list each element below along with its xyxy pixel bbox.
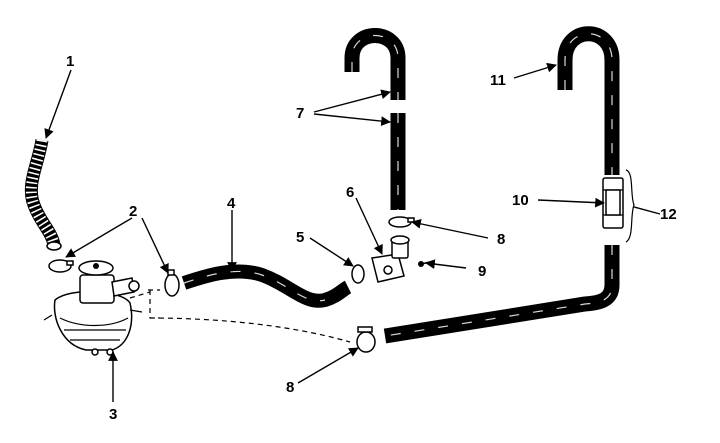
j-hose (344, 28, 406, 210)
hose-clamp-right (164, 269, 180, 297)
callout-11: 11 (490, 72, 506, 89)
hose-clamp-5 (351, 264, 365, 284)
callout-4: 4 (227, 195, 236, 212)
callout-7: 7 (296, 105, 304, 122)
callout-3: 3 (109, 406, 117, 423)
water-pump (43, 260, 143, 356)
callout-1: 1 (66, 53, 74, 70)
screw (418, 261, 431, 267)
callout-2: 2 (129, 203, 137, 220)
j-hose-right (557, 26, 620, 175)
drain-hose (181, 264, 352, 308)
callout-8-upper: 8 (497, 231, 505, 248)
callout-10: 10 (512, 192, 529, 209)
leader-lines (44, 62, 661, 402)
hose-fitting (371, 235, 410, 283)
hose-clamp-left (48, 259, 74, 273)
callout-8-lower: 8 (286, 379, 294, 396)
hose-clamp-8-lower (356, 326, 376, 353)
long-drain-hose (383, 245, 620, 344)
callout-5: 5 (296, 229, 304, 246)
callout-12: 12 (660, 206, 677, 223)
group-bracket (625, 169, 635, 243)
corrugated-hose (24, 138, 62, 251)
hose-connector (602, 177, 624, 229)
hose-clamp-8-upper (388, 216, 415, 228)
callout-6: 6 (346, 184, 354, 201)
callout-9: 9 (478, 263, 486, 280)
